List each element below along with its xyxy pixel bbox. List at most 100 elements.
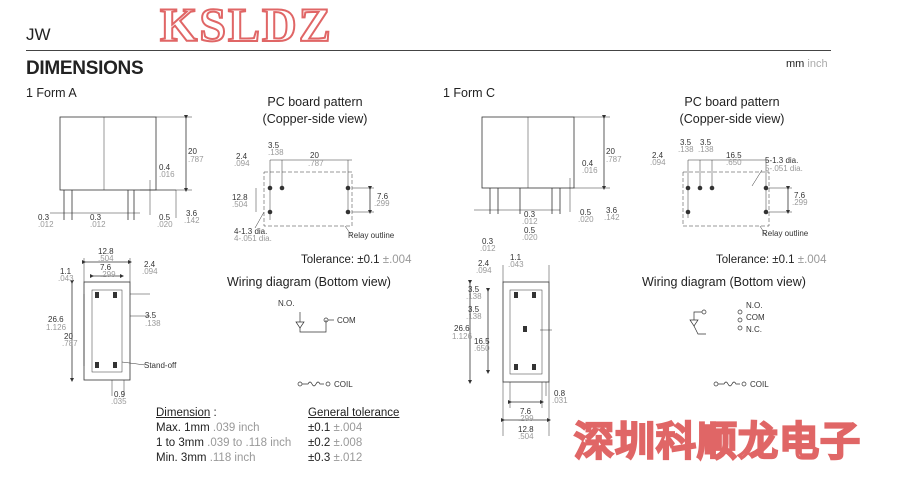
tolerance-row-tol-mm: ±0.1: [308, 422, 331, 434]
tolerance-row: Max. 1mm .039 inch ±0.1 ±.004: [156, 421, 436, 436]
tolerance-row-dim-mm: Min. 3mm: [156, 452, 207, 464]
dim-label-inch: .299: [100, 270, 116, 279]
wiring-label-coil: COIL: [334, 380, 353, 389]
dim-label: 0.9: [114, 390, 126, 399]
dim-label-inch: .299: [792, 198, 808, 207]
form-a-pc-title: PC board pattern (Copper-side view): [240, 94, 390, 128]
dim-label-inch: .787: [308, 159, 324, 168]
form-c-pc-board-pattern: [682, 159, 792, 237]
tolerance-row: Min. 3mm .118 inch ±0.3 ±.012: [156, 451, 436, 466]
tolerance-row-dim-inch: .118 inch: [209, 452, 256, 464]
dim-label-inch: .043: [58, 274, 74, 283]
pc-hole: [345, 185, 351, 191]
dim-label-inch: .138: [466, 292, 482, 301]
dim-label: 7.6: [794, 191, 806, 200]
pin: [514, 292, 518, 298]
tolerance-row-tol: ±0.3 ±.012: [308, 451, 362, 466]
tolerance-row: 1 to 3mm .039 to .118 inch ±0.2 ±.008: [156, 436, 436, 451]
tolerance-row-tol-inch: ±.012: [333, 452, 363, 464]
dim-label-inch: .043: [508, 260, 524, 269]
wiring-label-com: COM: [746, 313, 765, 322]
dim-label: 7.6: [100, 263, 112, 272]
dim-label: 0.5: [159, 213, 171, 222]
dim-label: 20: [64, 332, 73, 341]
form-c-pc-title-line2: (Copper-side view): [679, 112, 785, 126]
form-c-bottom-view: [468, 265, 552, 436]
pc-hole: [709, 185, 715, 191]
dim-label: 3.6: [606, 206, 618, 215]
units-inch: inch: [807, 58, 828, 70]
dim-label: 3.5: [700, 138, 712, 147]
dim-label-inch: .094: [650, 158, 666, 167]
dim-label-inch: .504: [98, 254, 114, 263]
tolerance-col-dimension: Dimension :: [156, 406, 217, 421]
form-a-wiring-diagram: [295, 312, 334, 387]
dim-label: 0.5: [580, 208, 592, 217]
form-a-pc-board-pattern: [254, 159, 374, 237]
dim-label: 5-1.3 dia.: [765, 156, 798, 165]
pc-hole: [763, 209, 769, 215]
dim-label-inch: .016: [582, 166, 598, 175]
dim-label-inch: .020: [578, 215, 594, 224]
form-a-pc-title-line1: PC board pattern: [267, 95, 363, 109]
wiring-label-com: COM: [337, 316, 356, 325]
form-a-pc-title-line2: (Copper-side view): [262, 112, 368, 126]
dim-label: 3.5: [145, 311, 157, 320]
dim-label-inch: .787: [606, 155, 622, 164]
wiring-label-coil: COIL: [750, 380, 769, 389]
dim-label: 12.8: [98, 247, 114, 256]
dim-label: 26.6: [48, 315, 64, 324]
form-a-bottom-view: [70, 258, 150, 396]
dim-label: 1.1: [60, 267, 72, 276]
dim-label-inch: .012: [522, 217, 538, 226]
dim-label-inch: 1.126: [46, 323, 67, 332]
dim-label-inch: .299: [518, 414, 534, 423]
pc-hole: [267, 209, 273, 215]
form-c-wiring-diagram: [689, 309, 747, 387]
dim-label-inch: 4-.051 dia.: [234, 234, 272, 243]
dim-label: 26.6: [454, 324, 470, 333]
pc-hole: [685, 185, 691, 191]
brand-logo: KSLDZ: [159, 0, 333, 52]
dim-label-inch: .020: [157, 220, 173, 229]
pc-hole: [267, 185, 273, 191]
dim-label: 3.5: [468, 305, 480, 314]
dim-label-inch: .650: [474, 344, 490, 353]
dim-label: 3.6: [186, 209, 198, 218]
pc-hole: [685, 209, 691, 215]
dim-label: 20: [606, 147, 615, 156]
dim-label: 3.5: [268, 141, 280, 150]
series-name: JW: [26, 25, 51, 44]
form-c-tolerance: Tolerance: ±0.1 ±.004: [716, 254, 826, 266]
dim-label-inch: .787: [62, 339, 78, 348]
units-legend: mm inch: [786, 58, 828, 70]
dim-label: 2.4: [478, 259, 490, 268]
dim-label-inch: 1.126: [452, 332, 473, 341]
dim-label-inch: .031: [552, 396, 568, 405]
pin: [95, 292, 99, 298]
form-c-tolerance-mm: Tolerance: ±0.1: [716, 254, 795, 266]
form-c-bottom-pins: [514, 292, 536, 370]
dim-label-inch: .138: [145, 319, 161, 328]
tolerance-col-dimension-label: Dimension: [156, 407, 211, 419]
dim-label-inch: .016: [159, 170, 175, 179]
dim-label-inch: .138: [698, 145, 714, 154]
pin: [532, 292, 536, 298]
tolerance-row-dim-mm: Max. 1mm: [156, 422, 210, 434]
form-a-tolerance-mm: Tolerance: ±0.1: [301, 254, 380, 266]
dim-label: 20: [310, 151, 319, 160]
header-divider: [26, 50, 831, 51]
form-a-wiring-title: Wiring diagram (Bottom view): [227, 275, 391, 289]
dim-label: 12.8: [232, 193, 248, 202]
tolerance-row-dim-mm: 1 to 3mm: [156, 437, 204, 449]
dim-label-inch: .504: [518, 432, 534, 441]
form-a-label: 1 Form A: [26, 86, 77, 100]
dim-label-inch: .650: [726, 158, 742, 167]
pin: [113, 292, 117, 298]
dim-label: 16.5: [474, 337, 490, 346]
dim-label: 3.5: [680, 138, 692, 147]
tolerance-table: Dimension : General tolerance Max. 1mm .…: [156, 406, 436, 466]
dim-label-inch: .142: [604, 213, 620, 222]
dim-label-inch: .020: [522, 233, 538, 242]
form-a-tolerance-inch: ±.004: [382, 254, 412, 266]
